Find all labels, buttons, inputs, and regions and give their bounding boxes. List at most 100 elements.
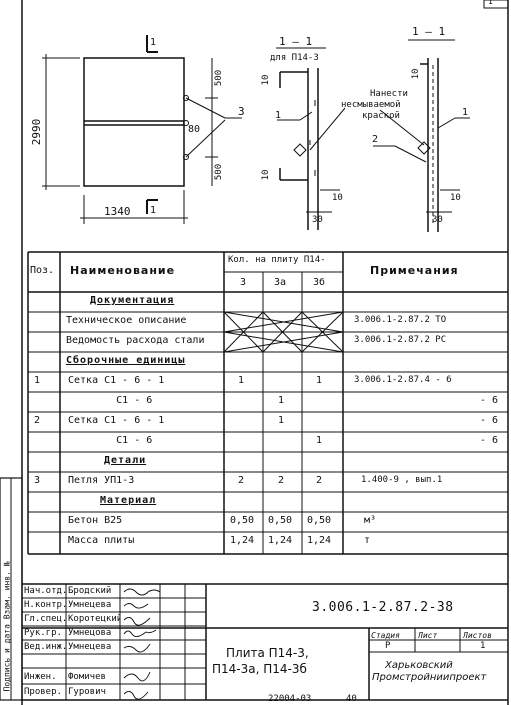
org-line-2: Промстройниипроект: [372, 672, 487, 683]
header-pos: Поз.: [30, 265, 55, 276]
signer-name: Коротецкий: [68, 614, 120, 624]
signature-mark: [123, 629, 157, 637]
row-note: 3.006.1-2.87.2 РС: [354, 335, 447, 345]
table-row: Сборочные единицы: [28, 352, 511, 372]
header-qty-col-2: 3а: [274, 277, 287, 288]
table-row: Бетон В25 0,50 0,50 0,50 м³: [28, 512, 511, 532]
dim-middle-label: 80: [188, 124, 200, 135]
section-b-dim-top: 10: [411, 69, 421, 80]
row-note: м³: [364, 515, 377, 526]
signature-mark: [123, 588, 161, 596]
signer-role: Инжен.: [24, 672, 57, 682]
signer-name: Умнецева: [68, 642, 112, 652]
section-a-dim-10-label: 10: [332, 193, 343, 203]
section-b-title: 1 — 1: [412, 25, 445, 38]
row-name: Ведомость расхода стали: [66, 335, 205, 346]
org-line-1: Харьковский: [385, 660, 453, 671]
table-row: Ведомость расхода стали 3.006.1-2.87.2 Р…: [28, 332, 511, 352]
sheet-number-box: [483, 0, 509, 9]
row-q1: 2: [238, 475, 245, 486]
header-qty: Кол. на плиту П14-: [228, 255, 326, 265]
title-line-1: Плита П14-3,: [226, 646, 309, 660]
row-name: Документация: [90, 295, 175, 306]
section-b-note-leader: [309, 107, 346, 151]
row-q2: 0,50: [268, 515, 293, 526]
row-name: Сетка С1 - 6 - 1: [68, 415, 165, 426]
row-q3: 1: [316, 435, 323, 446]
row-pos: 1: [34, 375, 41, 386]
section-a-subtitle: для П14-3: [270, 53, 319, 63]
table-row: С1 - 6 1 - 6: [28, 432, 511, 452]
row-note: - 6: [480, 415, 499, 426]
row-q3: 1: [316, 375, 323, 386]
row-name: Петля УП1-3: [68, 475, 135, 486]
row-q2: 1: [278, 415, 285, 426]
row-q3: 2: [316, 475, 323, 486]
header-qty-col-1: 3: [240, 277, 247, 288]
stage-value: Р: [385, 641, 391, 651]
sheet-number: 1: [488, 0, 493, 6]
header-qty-col-3: 3б: [313, 277, 326, 288]
dim-bottom-label: 500: [214, 164, 224, 180]
signer-role: Вед.инж.: [24, 642, 66, 652]
table-row: Детали: [28, 452, 511, 472]
sheets-value: 1: [480, 641, 486, 651]
section-a-dim-30-label: 30: [312, 215, 323, 225]
row-note: 1.400-9 , вып.1: [361, 475, 443, 485]
row-note: - 6: [480, 435, 499, 446]
section-b-dim-10-label: 10: [450, 193, 461, 203]
signer-role: Н.контр.: [24, 600, 66, 610]
sheets-label: Листов: [463, 631, 492, 640]
section-b-note-line2: несмываемой: [341, 100, 401, 110]
row-name: Техническое описание: [66, 315, 187, 326]
loop-mark-bottom: [183, 154, 189, 160]
leader-3-label: 3: [238, 105, 245, 118]
section-a-leader: [299, 111, 313, 121]
section-b-leader-1-label: 1: [462, 107, 468, 118]
signature-mark: [123, 643, 151, 653]
section-a: [277, 68, 340, 230]
dim-top-label: 500: [214, 70, 224, 86]
signatures: [123, 588, 161, 700]
signer-role: Рук.гр.: [24, 628, 62, 638]
signer-role: Провер.: [24, 687, 62, 697]
row-note: 3.006.1-2.87.2 ТО: [354, 315, 447, 325]
signature-mark: [123, 691, 149, 700]
row-name: С1 - 6: [68, 395, 153, 406]
row-pos: 3: [34, 475, 41, 486]
title-block-grid: [0, 477, 508, 701]
loop-mark-top: [183, 95, 189, 101]
section-b-leader-2-label: 2: [372, 134, 378, 145]
table-row: 2 Сетка С1 - 6 - 1 1 - 6: [28, 412, 511, 432]
leader-line: [185, 97, 226, 119]
header-name: Наименование: [70, 264, 176, 277]
section-b-note-line1: Нанести: [370, 89, 408, 99]
sheet-label: Лист: [418, 631, 438, 640]
row-note: 3.006.1-2.87.4 - 6: [354, 375, 452, 385]
row-name: Сетка С1 - 6 - 1: [68, 375, 165, 386]
table-row: Материал: [28, 492, 511, 512]
section-b-note-line3: краской: [362, 111, 400, 121]
signer-role: Гл.спец.: [24, 614, 66, 624]
row-q3: 1,24: [307, 535, 332, 546]
row-note: - 6: [480, 395, 499, 406]
loop-mark-mid: [183, 120, 189, 126]
signature-mark: [123, 617, 151, 626]
section-b-dim-30-label: 30: [432, 215, 443, 225]
section-a-dim-bottom: 10: [261, 170, 271, 181]
signer-name: Умнецева: [68, 600, 112, 610]
footer-archive: 22004-03: [268, 694, 312, 704]
table-row: Техническое описание 3.006.1-2.87.2 ТО: [28, 312, 511, 332]
footer-page: 40: [346, 694, 357, 704]
row-q3: 0,50: [307, 515, 332, 526]
row-name: Бетон В25: [68, 515, 123, 526]
table-row: 1 Сетка С1 - 6 - 1 1 1 3.006.1-2.87.4 - …: [28, 372, 511, 392]
row-name: Масса плиты: [68, 535, 135, 546]
row-note: т: [364, 535, 371, 546]
plan-width-label: 1340: [104, 205, 131, 218]
signature-mark: [123, 671, 151, 682]
section-a-leader-label: 1: [275, 110, 281, 121]
row-q1: 0,50: [230, 515, 255, 526]
stage-label: Стадия: [371, 631, 400, 640]
title-line-2: П14-3а, П14-3б: [212, 662, 307, 676]
